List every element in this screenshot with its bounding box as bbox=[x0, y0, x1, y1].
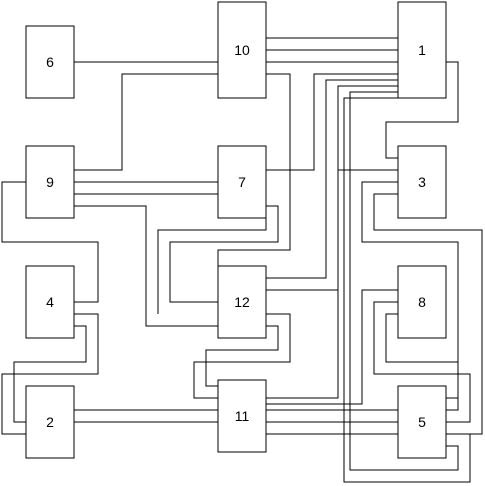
edge-1-12 bbox=[266, 79, 398, 279]
node-12-box bbox=[217, 265, 267, 339]
node-5-label: 5 bbox=[418, 414, 426, 430]
node-8-label: 8 bbox=[418, 294, 426, 310]
node-5-box bbox=[397, 385, 447, 459]
node-2-box bbox=[25, 385, 75, 459]
node-9-label: 9 bbox=[46, 174, 54, 190]
node-6-box bbox=[25, 25, 75, 99]
edge-1-7 bbox=[266, 73, 398, 171]
node-4[interactable]: 4 bbox=[25, 265, 75, 339]
node-8[interactable]: 8 bbox=[397, 265, 447, 339]
node-9-box bbox=[25, 145, 75, 219]
node-6-label: 6 bbox=[46, 54, 54, 70]
edge-1-5 bbox=[343, 97, 471, 483]
edge-7-12 bbox=[169, 205, 279, 303]
edge-4-2 bbox=[1, 313, 99, 435]
node-12[interactable]: 12 bbox=[217, 265, 267, 339]
node-1-label: 1 bbox=[418, 42, 426, 58]
node-7-label: 7 bbox=[238, 174, 246, 190]
edge-1-12 bbox=[266, 85, 398, 291]
node-12-label: 12 bbox=[234, 294, 250, 310]
edge-9-4 bbox=[1, 181, 99, 303]
node-10-label: 10 bbox=[234, 42, 250, 58]
node-10-box bbox=[217, 1, 267, 99]
edge-10-12 bbox=[217, 73, 291, 290]
edge-1-5 bbox=[349, 91, 459, 471]
edge-8-5 bbox=[373, 301, 471, 423]
edge-3-11 bbox=[266, 169, 398, 399]
edges bbox=[1, 37, 483, 483]
edge-8-11 bbox=[266, 289, 398, 405]
edge-3-5 bbox=[361, 181, 459, 411]
node-5[interactable]: 5 bbox=[397, 385, 447, 459]
edge-12-11 bbox=[205, 325, 279, 387]
node-2-label: 2 bbox=[46, 414, 54, 430]
nodes: 6 10 1 9 7 3 4 12 bbox=[25, 1, 447, 459]
node-4-box bbox=[25, 265, 75, 339]
edge-12-11 bbox=[193, 313, 291, 399]
node-9[interactable]: 9 bbox=[25, 145, 75, 219]
edge-7-12 bbox=[157, 218, 267, 314]
node-11-label: 11 bbox=[235, 408, 250, 424]
node-3[interactable]: 3 bbox=[397, 145, 447, 219]
node-6[interactable]: 6 bbox=[25, 25, 75, 99]
node-4-label: 4 bbox=[46, 294, 54, 310]
edge-8-5 bbox=[385, 313, 459, 399]
node-11-box bbox=[217, 379, 267, 453]
node-1[interactable]: 1 bbox=[397, 1, 447, 99]
edge-1-3 bbox=[385, 61, 459, 159]
edge-10-9 bbox=[74, 73, 218, 171]
edge-9-12 bbox=[74, 205, 218, 327]
edge-3-5 bbox=[373, 193, 483, 435]
node-3-label: 3 bbox=[418, 174, 426, 190]
node-2[interactable]: 2 bbox=[25, 385, 75, 459]
edge-4-2 bbox=[13, 325, 87, 423]
node-7[interactable]: 7 bbox=[217, 145, 267, 219]
node-7-box bbox=[217, 145, 267, 219]
node-11[interactable]: 11 bbox=[217, 379, 267, 453]
node-1-box bbox=[397, 1, 447, 99]
node-10[interactable]: 10 bbox=[217, 1, 267, 99]
node-8-box bbox=[397, 265, 447, 339]
node-3-box bbox=[397, 145, 447, 219]
